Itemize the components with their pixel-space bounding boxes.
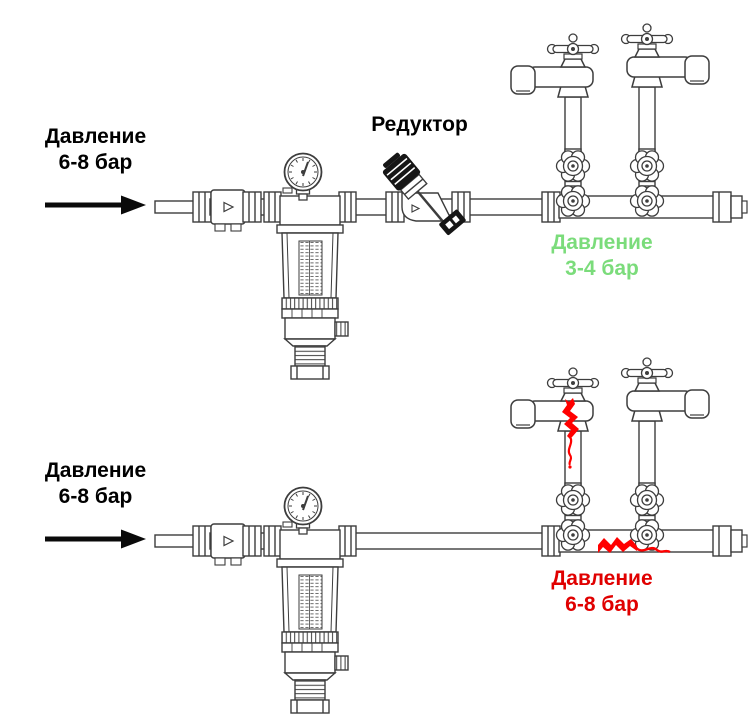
- pressure-value: 6-8 бар: [58, 485, 133, 508]
- pipe-assembly: [155, 358, 747, 713]
- reducer-adjustment-cap: [382, 153, 421, 191]
- system-with-reducer: [45, 24, 747, 379]
- bottom-inlet-pressure-label: Давление 6-8 бар: [18, 458, 173, 510]
- system-without-reducer: [45, 358, 747, 713]
- pipe-assembly: [155, 24, 747, 379]
- pressure-word: Давление: [551, 567, 653, 590]
- top-inlet-pressure-label: Давление 6-8 бар: [18, 124, 173, 176]
- top-outlet-pressure-label: Давление 3-4 бар: [527, 230, 677, 282]
- reducer-label: Редуктор: [371, 113, 468, 136]
- burst-crack-faucet: [562, 398, 579, 469]
- pressure-word: Давление: [44, 459, 147, 482]
- burst-crack-pipe: [598, 537, 671, 554]
- inlet-flow-arrow-icon: [45, 195, 146, 215]
- pressure-word: Давление: [551, 231, 653, 254]
- inlet-flow-arrow-icon: [45, 529, 146, 549]
- pressure-reducer: [382, 152, 471, 235]
- bottom-outlet-pressure-label: Давление 6-8 бар: [527, 566, 677, 618]
- pressure-value: 3-4 бар: [565, 257, 639, 280]
- reducer-tag: [439, 209, 466, 235]
- pressure-word: Давление: [44, 125, 147, 148]
- pressure-value: 6-8 бар: [58, 151, 133, 174]
- pressure-value: 6-8 бар: [565, 593, 639, 616]
